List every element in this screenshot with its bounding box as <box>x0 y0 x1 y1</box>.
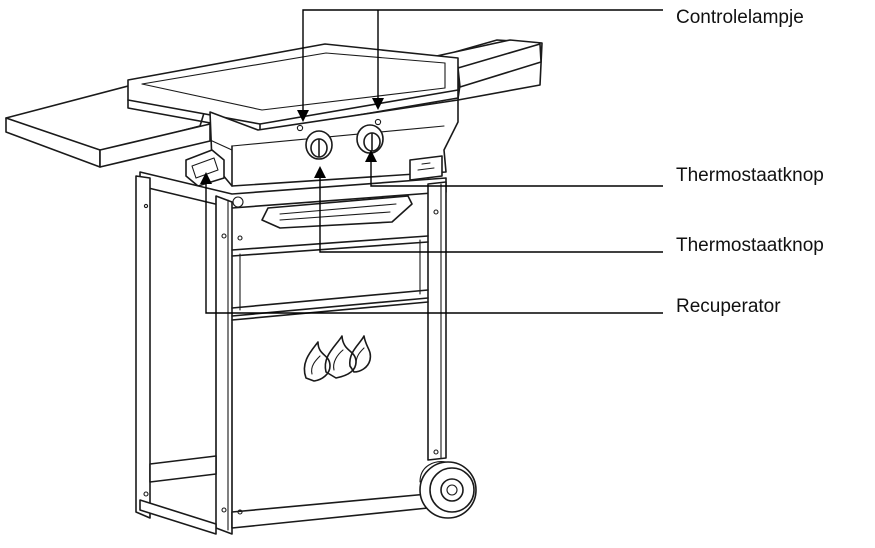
leader-thermostaatknop-2 <box>319 172 663 253</box>
wheel <box>419 461 477 519</box>
leader-thermostaatknop-1 <box>370 160 663 187</box>
label-thermostaatknop-right: Thermostaatknop <box>676 165 824 186</box>
left-side-shelf <box>5 85 211 168</box>
arrowhead-down-icon <box>297 110 309 122</box>
arrowhead-up-icon <box>314 166 326 178</box>
front-handle <box>261 195 413 229</box>
label-thermostaatknop-left: Thermostaatknop <box>676 235 824 256</box>
flame-logo-icon <box>303 335 372 382</box>
callout-leaders <box>205 9 663 314</box>
arrowhead-up-icon <box>365 150 377 162</box>
right-side-shelf <box>431 39 543 101</box>
thermostat-knob-left <box>305 130 333 160</box>
arrowhead-down-icon <box>372 98 384 110</box>
cart-shelves <box>231 235 429 513</box>
thermostat-knob-right <box>356 124 384 154</box>
control-panel <box>185 99 459 187</box>
label-recuperator: Recuperator <box>676 296 781 317</box>
pilot-lights <box>296 118 382 132</box>
arrowhead-up-icon <box>200 172 212 184</box>
leader-recuperator <box>205 178 663 314</box>
leader-controlelampje <box>302 9 663 112</box>
callout-arrows <box>200 98 384 184</box>
barbecue-drawing <box>5 39 543 535</box>
label-controlelampje: Controlelampje <box>676 7 804 28</box>
